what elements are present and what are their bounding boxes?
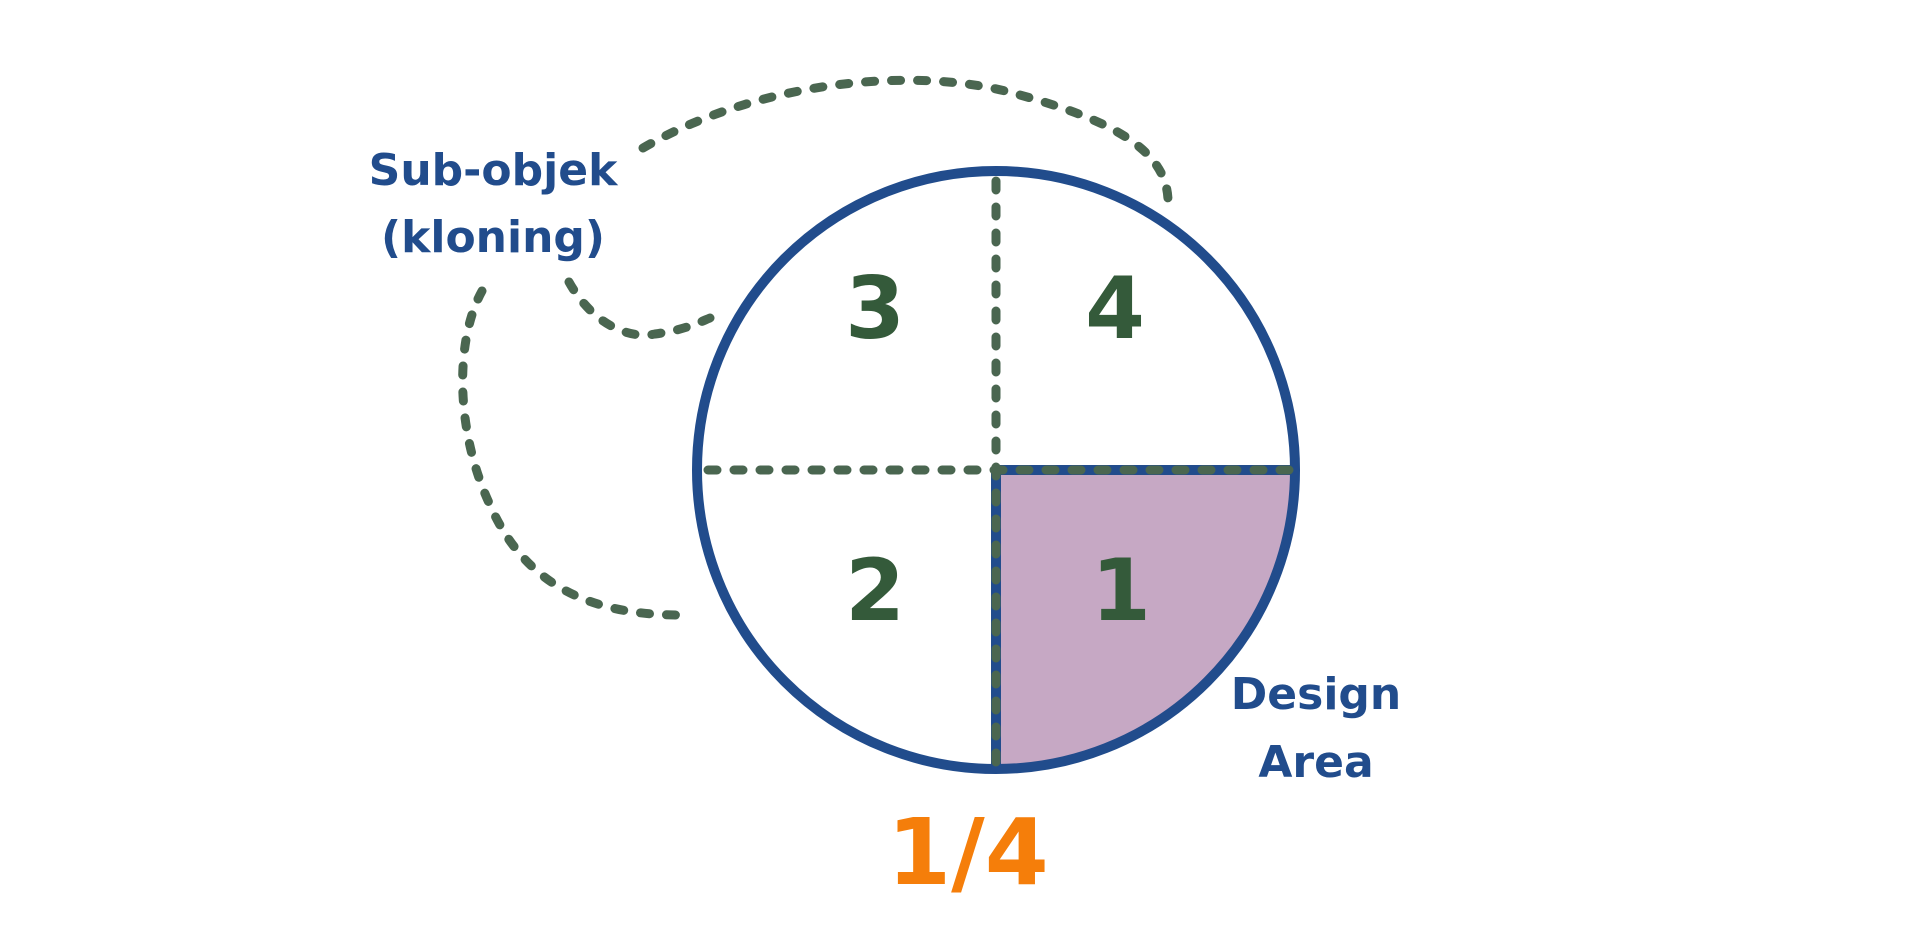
quadrant-number-4: 4 <box>1085 259 1145 359</box>
connector-to-quadrant-2 <box>458 286 685 620</box>
design-area-quadrant <box>996 470 1295 769</box>
clone-connectors <box>458 75 1173 620</box>
connector-to-quadrant-4 <box>638 75 1173 210</box>
connector-to-quadrant-3 <box>564 277 715 340</box>
design-area-label-line1: Design <box>1231 669 1401 720</box>
design-area-label-line2: Area <box>1258 737 1373 788</box>
quadrant-dividers <box>703 176 1300 774</box>
quadrant-number-1: 1 <box>1091 541 1151 641</box>
sub-object-label-line2: (kloning) <box>381 212 605 263</box>
quadrant-number-3: 3 <box>845 259 905 359</box>
sub-object-label-line1: Sub-objek <box>369 145 619 196</box>
quadrant-number-2: 2 <box>845 541 905 641</box>
fraction-label: 1/4 <box>887 799 1049 906</box>
